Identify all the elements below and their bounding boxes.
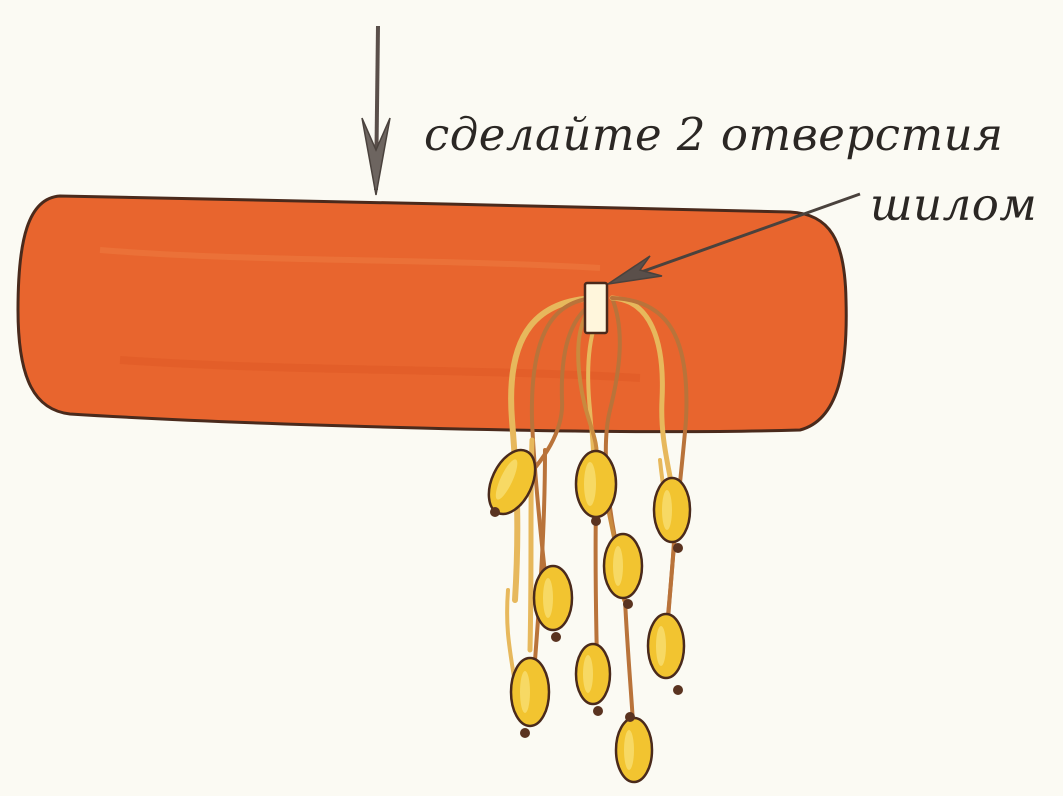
bead [576, 644, 610, 704]
bead-cap [520, 728, 530, 738]
down-arrow [362, 26, 390, 195]
bead-cap [673, 543, 683, 553]
bead-cap [593, 706, 603, 716]
bead-cap [551, 632, 561, 642]
bead [654, 478, 690, 542]
hole [585, 283, 607, 333]
bead-cap [623, 599, 633, 609]
bead-cap [625, 712, 635, 722]
bead-cap [490, 507, 500, 517]
tube [18, 196, 846, 432]
beads [480, 443, 690, 782]
annotation-line-1: сделайте 2 отверстия [424, 108, 1003, 161]
tube-body [18, 196, 846, 432]
bead [576, 451, 616, 517]
bead [534, 566, 572, 630]
bead [616, 718, 652, 782]
bead-cap [591, 516, 601, 526]
annotation-line-2: шилом [870, 178, 1037, 231]
bead [604, 534, 642, 598]
bead [648, 614, 684, 678]
bead-cap [673, 685, 683, 695]
bead [511, 658, 549, 726]
